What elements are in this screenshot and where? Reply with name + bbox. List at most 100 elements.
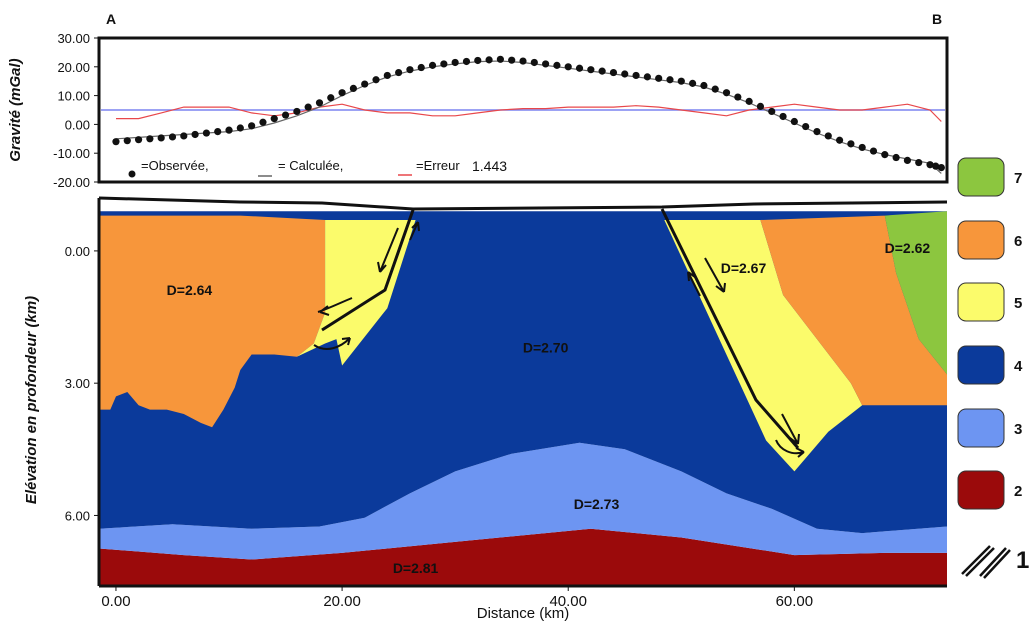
- observed-point: [790, 117, 798, 126]
- legend-swatch: [957, 408, 1005, 448]
- observed-point: [281, 111, 290, 119]
- legend-number: 3: [1014, 421, 1022, 438]
- y-tick-label: 20.00: [57, 60, 90, 75]
- y-tick-label: 3.00: [65, 376, 90, 391]
- density-layer: [99, 528, 947, 586]
- observed-point: [496, 55, 504, 63]
- observed-point: [542, 60, 550, 68]
- observed-point: [722, 89, 731, 97]
- legend-swatch: [957, 282, 1005, 322]
- observed-legend-label: =Observée,: [141, 158, 209, 173]
- observed-point: [813, 128, 821, 136]
- observed-point: [180, 132, 188, 140]
- legend-number: 6: [1014, 233, 1022, 250]
- observed-point: [575, 64, 584, 72]
- y-tick-label: 30.00: [57, 31, 90, 46]
- observed-point: [451, 58, 459, 67]
- observed-point: [406, 66, 414, 74]
- profile-start-label: A: [106, 11, 116, 27]
- legend-number: 1: [1016, 547, 1029, 574]
- legend-number: 2: [1014, 483, 1022, 500]
- observed-point: [881, 151, 889, 159]
- density-label: D=2.73: [574, 496, 620, 512]
- observed-point: [530, 58, 538, 67]
- legend-number: 7: [1014, 170, 1022, 187]
- fault-motion-arrows: [313, 221, 805, 458]
- legend-number: 4: [1014, 358, 1023, 375]
- legend-swatch: [957, 470, 1005, 510]
- observed-point: [462, 57, 471, 66]
- observed-point: [937, 164, 945, 172]
- observed-point: [666, 76, 674, 84]
- arrow-icon: [317, 297, 353, 316]
- observed-point: [621, 70, 629, 78]
- density-layer: [99, 442, 947, 560]
- density-layer: [664, 220, 863, 472]
- observed-point: [191, 130, 199, 139]
- observed-point: [932, 162, 940, 170]
- observed-point: [168, 133, 177, 141]
- observed-point: [123, 137, 131, 145]
- topography-line: [98, 196, 948, 211]
- observed-point: [643, 73, 651, 81]
- observed-point: [915, 158, 923, 167]
- fault-right-outline: [660, 208, 800, 449]
- observed-point: [768, 107, 776, 116]
- observed-point: [304, 103, 312, 111]
- observed-point: [259, 118, 267, 126]
- density-label: D=2.67: [721, 260, 767, 276]
- observed-point: [609, 68, 618, 77]
- observed-point: [655, 74, 663, 82]
- observed-point: [598, 67, 606, 75]
- observed-point: [689, 79, 697, 87]
- observed-point: [508, 56, 516, 64]
- observed-point: [519, 57, 527, 65]
- legend-swatch: [957, 345, 1005, 385]
- observed-point: [372, 76, 380, 84]
- x-tick-label: 40.00: [549, 593, 587, 610]
- gravity-legend: =Observée, = Calculée, =Erreur 1.443: [128, 158, 507, 178]
- observed-point: [756, 102, 765, 110]
- observed-point: [361, 80, 369, 88]
- observed-point: [485, 56, 493, 64]
- observed-point: [315, 99, 324, 107]
- observed-point: [553, 61, 561, 69]
- y-tick-label: 6.00: [65, 508, 90, 523]
- observed-point: [734, 93, 742, 101]
- error-series-line: [116, 103, 942, 122]
- observed-point: [417, 63, 425, 72]
- observed-point: [711, 85, 719, 93]
- arrow-icon: [687, 271, 701, 297]
- arrow-icon: [704, 257, 726, 293]
- y-tick-label: -20.00: [53, 175, 90, 190]
- observed-point: [157, 134, 165, 142]
- arrow-icon: [313, 337, 351, 350]
- x-tick-label: 0.00: [101, 593, 130, 610]
- observed-point: [338, 89, 346, 97]
- legend-swatch: [957, 157, 1005, 197]
- density-layers: [99, 211, 947, 586]
- observed-point: [270, 115, 278, 123]
- fault-left-outline: [321, 209, 415, 332]
- arrow-icon: [781, 413, 800, 445]
- observed-point: [926, 161, 934, 169]
- observed-point: [134, 136, 143, 144]
- observed-point: [146, 135, 154, 143]
- gravity-y-axis-label: Gravité (mGal): [7, 58, 24, 161]
- observed-point: [903, 156, 912, 164]
- observed-point: [564, 63, 572, 71]
- y-tick-label: 0.00: [65, 244, 90, 259]
- error-legend-label: =Erreur: [416, 158, 460, 173]
- observed-point: [112, 138, 120, 146]
- depth-y-ticks: 0.00 3.00 6.00: [65, 244, 99, 523]
- density-label: D=2.81: [393, 560, 439, 576]
- observed-point: [383, 71, 391, 80]
- error-legend-value: 1.443: [472, 158, 507, 174]
- x-tick-label: 20.00: [323, 593, 361, 610]
- observed-point: [349, 84, 357, 92]
